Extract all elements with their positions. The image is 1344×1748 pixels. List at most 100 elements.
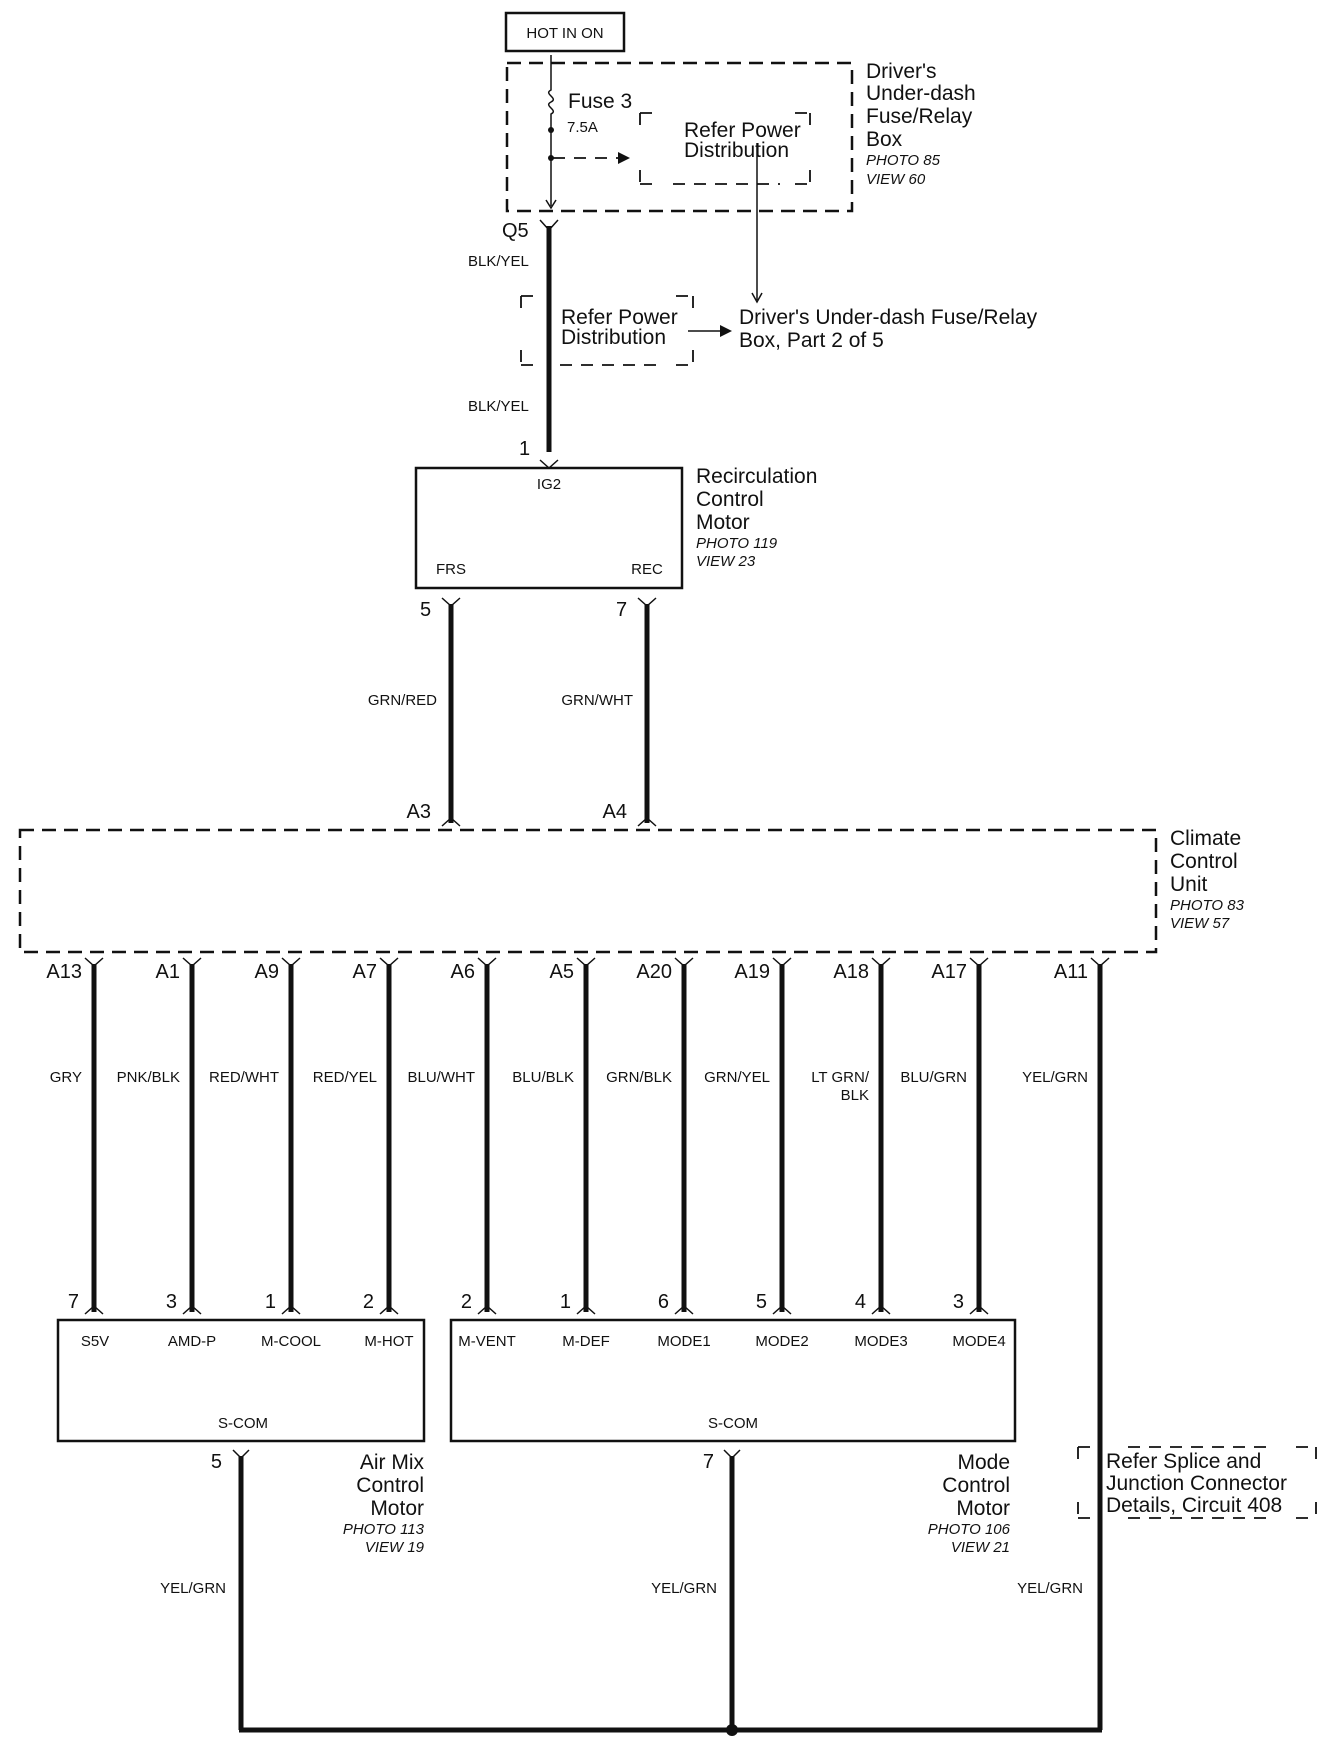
unit-pin-a18: A18 [833,961,869,983]
unit-pin-a6: A6 [451,961,475,983]
svg-text:Box: Box [866,128,903,151]
motor-pin: 1 [560,1291,571,1313]
mode-motor-label: Mode Control Motor PHOTO 106 VIEW 21 [928,1451,1011,1556]
recirc-motor-box [414,466,684,590]
splice-point [726,1724,738,1736]
wire-label: GRN/BLK [606,1069,672,1086]
motor-pin: 3 [166,1291,177,1313]
svg-text:Control: Control [696,488,764,511]
svg-text:Motor: Motor [696,511,750,534]
air-mix-motor-label: Air Mix Control Motor PHOTO 113 VIEW 19 [343,1451,425,1556]
recirc-pin-1: 1 [519,438,530,460]
motor-terminal-mode1: MODE1 [657,1333,710,1350]
wire-label: BLU/GRN [900,1069,967,1086]
unit-pin-a19: A19 [734,961,770,983]
mid-refer-box: Refer Power Distribution [520,295,694,366]
motor-terminal-m-def: M-DEF [562,1333,610,1350]
svg-text:Fuse/Relay: Fuse/Relay [866,105,973,128]
svg-text:Mode: Mode [957,1451,1010,1474]
unit-pin-a7: A7 [353,961,377,983]
fuse-symbol [545,55,557,210]
wire-label: LT GRN/ [811,1069,870,1086]
fuse-label: Fuse 3 [568,90,632,113]
climate-unit-label: Climate Control Unit PHOTO 83 VIEW 57 [1170,827,1245,932]
air-mix-motor-box [56,1318,426,1443]
wire-label-splice-ground: YEL/GRN [1017,1580,1083,1597]
hot-in-on-box: HOT IN ON [504,11,626,53]
svg-text:Under-dash: Under-dash [866,82,976,105]
mid-refer-line-2: Distribution [561,326,666,349]
motor-pin: 4 [855,1291,866,1313]
svg-text:VIEW 21: VIEW 21 [951,1539,1010,1556]
splice-ref-line-1: Refer Splice and [1106,1450,1261,1473]
svg-text:Control: Control [356,1474,424,1497]
svg-text:Control: Control [1170,850,1238,873]
wire-label-blk-yel-2: BLK/YEL [468,398,529,415]
svg-text:Recirculation: Recirculation [696,465,817,488]
wire-label-air-mix-ground: YEL/GRN [160,1580,226,1597]
part-ref-line-1: Driver's Under-dash Fuse/Relay [739,306,1038,329]
unit-pin-a11: A11 [1054,961,1088,983]
motor-connector-mark [84,1304,104,1315]
svg-text:PHOTO 83: PHOTO 83 [1170,897,1245,914]
wire-label: PNK/BLK [117,1069,180,1086]
motor-terminal-mode4: MODE4 [952,1333,1005,1350]
mid-refer-line-1: Refer Power [561,306,678,329]
svg-text:Driver's: Driver's [866,60,937,83]
term-rec: REC [631,561,663,578]
unit-pin-a3: A3 [407,801,431,823]
motor-terminal-amd-p: AMD-P [168,1333,216,1350]
splice-ref-line-3: Details, Circuit 408 [1106,1494,1282,1517]
recirc-pin-5: 5 [420,599,431,621]
recirc-motor-label: Recirculation Control Motor PHOTO 119 VI… [696,465,817,570]
unit-pin-a17: A17 [931,961,967,983]
svg-text:Climate: Climate [1170,827,1241,850]
motor-connector-mark [772,1304,792,1315]
wire-label-grn-red: GRN/RED [368,692,437,709]
unit-pin-a13: A13 [46,961,82,983]
motor-terminal-m-cool: M-COOL [261,1333,321,1350]
term-ig2: IG2 [537,476,561,493]
wire-label: BLU/WHT [408,1069,476,1086]
unit-pin-a20: A20 [636,961,672,983]
wire-label: RED/WHT [209,1069,279,1086]
term-frs: FRS [436,561,466,578]
motor-pin: 6 [658,1291,669,1313]
motor-connector-mark [969,1304,989,1315]
wire-label-blk-yel-1: BLK/YEL [468,253,529,270]
motor-terminal-m-vent: M-VENT [458,1333,516,1350]
recirc-pin-7: 7 [616,599,627,621]
air-mix-scom: S-COM [218,1415,268,1432]
mode-motor-box [449,1318,1017,1443]
splice-refer-box: Refer Splice and Junction Connector Deta… [1077,1446,1317,1519]
part-ref-line-2: Box, Part 2 of 5 [739,329,884,352]
hot-in-on-label: HOT IN ON [526,25,603,42]
unit-pin-a1: A1 [156,961,180,983]
svg-text:Motor: Motor [956,1497,1010,1520]
motor-pin: 5 [756,1291,767,1313]
motor-connector-mark [182,1304,202,1315]
motor-terminal-s5v: S5V [81,1333,109,1350]
motor-connector-mark [576,1304,596,1315]
motor-terminal-m-hot: M-HOT [364,1333,413,1350]
motor-connector-mark [871,1304,891,1315]
svg-text:Air Mix: Air Mix [360,1451,425,1474]
motor-connector-mark [674,1304,694,1315]
mode-pin-7: 7 [703,1451,714,1473]
motor-pin: 1 [265,1291,276,1313]
wire-label: RED/YEL [313,1069,377,1086]
motor-pin: 3 [953,1291,964,1313]
fuse-rating: 7.5A [567,119,598,136]
fuse-box-label: Driver's Under-dash Fuse/Relay Box PHOTO… [866,60,976,188]
inner-refer-line-1: Refer Power [684,119,801,142]
unit-pin-a5: A5 [550,961,574,983]
bottom-wires: A13GRY7S5VA1PNK/BLK3AMD-PA9RED/WHT1M-COO… [46,957,1110,1730]
unit-pin-a9: A9 [255,961,279,983]
unit-pin-a4: A4 [603,801,627,823]
inner-refer-line-2: Distribution [684,139,789,162]
mode-scom: S-COM [708,1415,758,1432]
splice-ref-line-2: Junction Connector [1106,1472,1287,1495]
wire-label: GRN/YEL [704,1069,770,1086]
motor-pin: 2 [461,1291,472,1313]
wire-label: BLK [841,1087,869,1104]
